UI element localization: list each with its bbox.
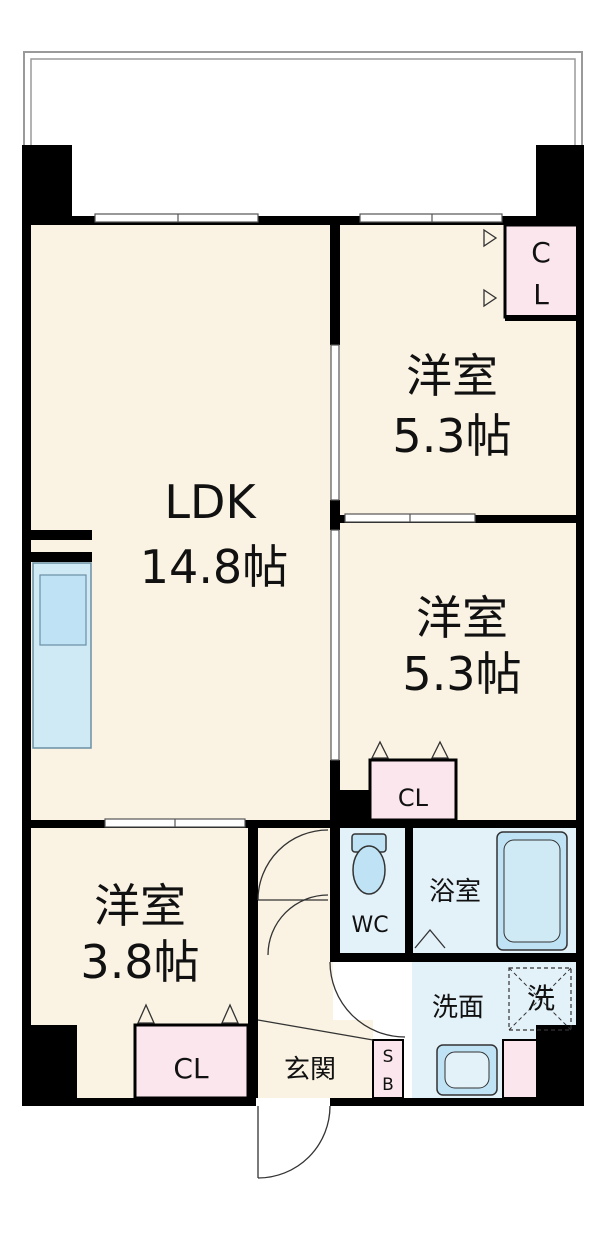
toilet-label: WC (351, 913, 388, 938)
bedroom-c-name: 洋室 (94, 879, 186, 933)
closet-top-right-label-1: C (531, 236, 551, 269)
entrance-floor (258, 1020, 373, 1098)
fixtures (351, 831, 572, 1096)
kitchen-sink (39, 574, 87, 646)
ldk-name: LDK (164, 475, 257, 529)
closet-bottom-left-label: CL (173, 1052, 209, 1085)
washroom-storage (502, 1039, 542, 1099)
entrance-label: 玄関 (284, 1055, 336, 1085)
shoe-box-label-2: B (382, 1075, 394, 1095)
closet-bottom-left (133, 1023, 250, 1100)
shoe-box-label-1: S (383, 1047, 394, 1067)
ldk-size: 14.8帖 (140, 540, 288, 594)
balcony (23, 51, 583, 218)
bedroom-b-size: 5.3帖 (402, 647, 521, 701)
shoe-box (372, 1039, 404, 1099)
bath-label: 浴室 (429, 877, 481, 907)
walls (22, 145, 584, 1106)
kitchen (32, 562, 92, 749)
wash-basin-bowl (444, 1051, 490, 1089)
bathtub-inner (503, 839, 561, 943)
doors (136, 228, 498, 1179)
bedroom-c-size: 3.8帖 (80, 935, 199, 989)
washer-label: 洗 (527, 982, 555, 1015)
closet-middle-label: CL (398, 784, 429, 812)
closet-top-right-label-2: L (533, 278, 549, 311)
washer-space (508, 967, 572, 1031)
washer-cross-b (508, 967, 572, 1031)
bedroom-a-name: 洋室 (406, 349, 498, 403)
bedroom-a-size: 5.3帖 (392, 409, 511, 463)
closet-middle (368, 758, 458, 822)
bedroom-b-name: 洋室 (416, 591, 508, 645)
closets (133, 223, 580, 1100)
washroom-label: 洗面 (432, 993, 484, 1023)
windows (94, 213, 503, 828)
toilet-bowl (352, 845, 386, 895)
